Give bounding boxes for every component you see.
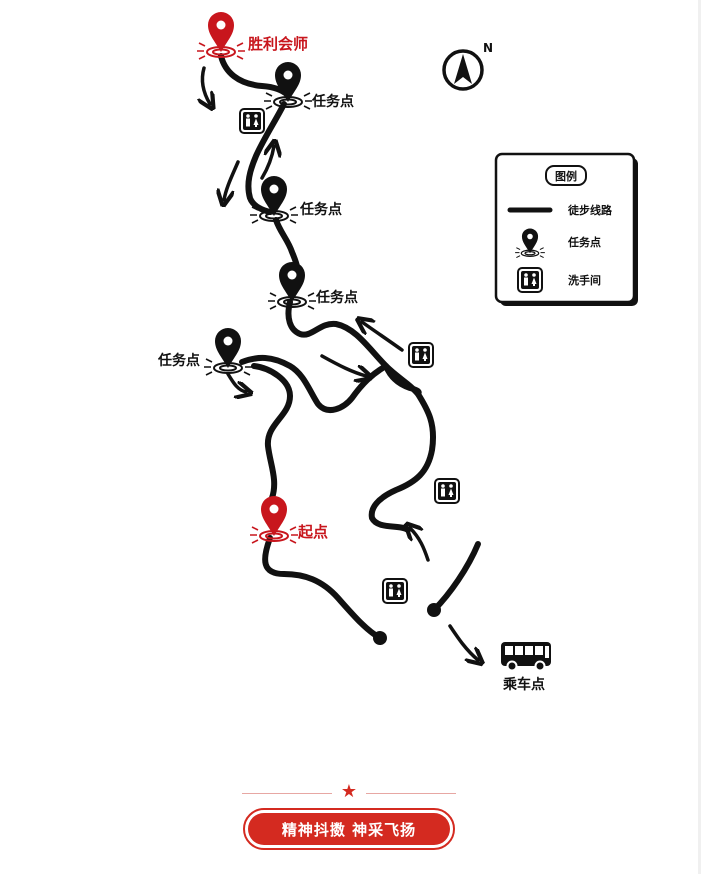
legend: 图例 徒步线路 任务点 洗手间 bbox=[494, 152, 638, 306]
arrow-icon bbox=[410, 528, 430, 562]
toilet-icon bbox=[382, 578, 408, 604]
task-pin-icon bbox=[249, 175, 299, 224]
route-task1-to-task2 bbox=[245, 101, 287, 215]
legend-title: 图例 bbox=[555, 169, 577, 183]
task-label: 任务点 bbox=[311, 93, 354, 110]
route-task4-connector bbox=[239, 354, 389, 413]
toilet-icon bbox=[408, 342, 434, 368]
compass-icon: N bbox=[442, 41, 493, 91]
route-task3-to-loop bbox=[285, 299, 436, 533]
arrow-icon bbox=[260, 146, 274, 180]
star-icon: ★ bbox=[340, 781, 358, 802]
route-bus-branch bbox=[431, 541, 481, 613]
bus-icon bbox=[501, 642, 551, 672]
task-pin-icon bbox=[203, 327, 253, 376]
compass-north-label: N bbox=[483, 41, 493, 55]
arrow-icon bbox=[226, 372, 246, 392]
route-start-to-end bbox=[262, 535, 383, 641]
hiking-route bbox=[218, 53, 481, 641]
arrow-icon bbox=[362, 322, 404, 352]
bus-stop-label: 乘车点 bbox=[502, 676, 545, 693]
legend-label: 徒步线路 bbox=[567, 203, 613, 217]
arrow-icon bbox=[320, 354, 366, 376]
toilet-icon bbox=[434, 478, 460, 504]
task-label: 任务点 bbox=[315, 289, 358, 306]
toilet-icon bbox=[239, 108, 265, 134]
divider-right bbox=[366, 793, 456, 794]
start-label: 起点 bbox=[297, 523, 328, 541]
route-end-dot bbox=[373, 631, 387, 645]
task-label: 任务点 bbox=[299, 201, 342, 218]
start-pin-icon bbox=[249, 495, 299, 544]
route-bus-dot bbox=[427, 603, 441, 617]
divider-left bbox=[242, 793, 332, 794]
finish-pin-icon bbox=[196, 11, 246, 60]
arrow-icon bbox=[202, 66, 210, 104]
route-loop-inner bbox=[383, 363, 422, 397]
route-start-to-task4 bbox=[251, 363, 293, 501]
task-label: 任务点 bbox=[157, 352, 200, 369]
page-edge bbox=[698, 0, 701, 874]
direction-arrows bbox=[202, 66, 478, 660]
task-pin-icon bbox=[267, 261, 317, 310]
arrow-icon bbox=[448, 624, 478, 660]
finish-label: 胜利会师 bbox=[248, 35, 308, 53]
legend-toilet-icon bbox=[517, 267, 543, 293]
legend-label: 任务点 bbox=[567, 235, 601, 249]
arrow-icon bbox=[224, 160, 240, 200]
slogan-banner: 精神抖擞 神采飞扬 bbox=[243, 808, 455, 850]
slogan-text: 精神抖擞 神采飞扬 bbox=[248, 813, 450, 845]
legend-label: 洗手间 bbox=[568, 273, 601, 287]
